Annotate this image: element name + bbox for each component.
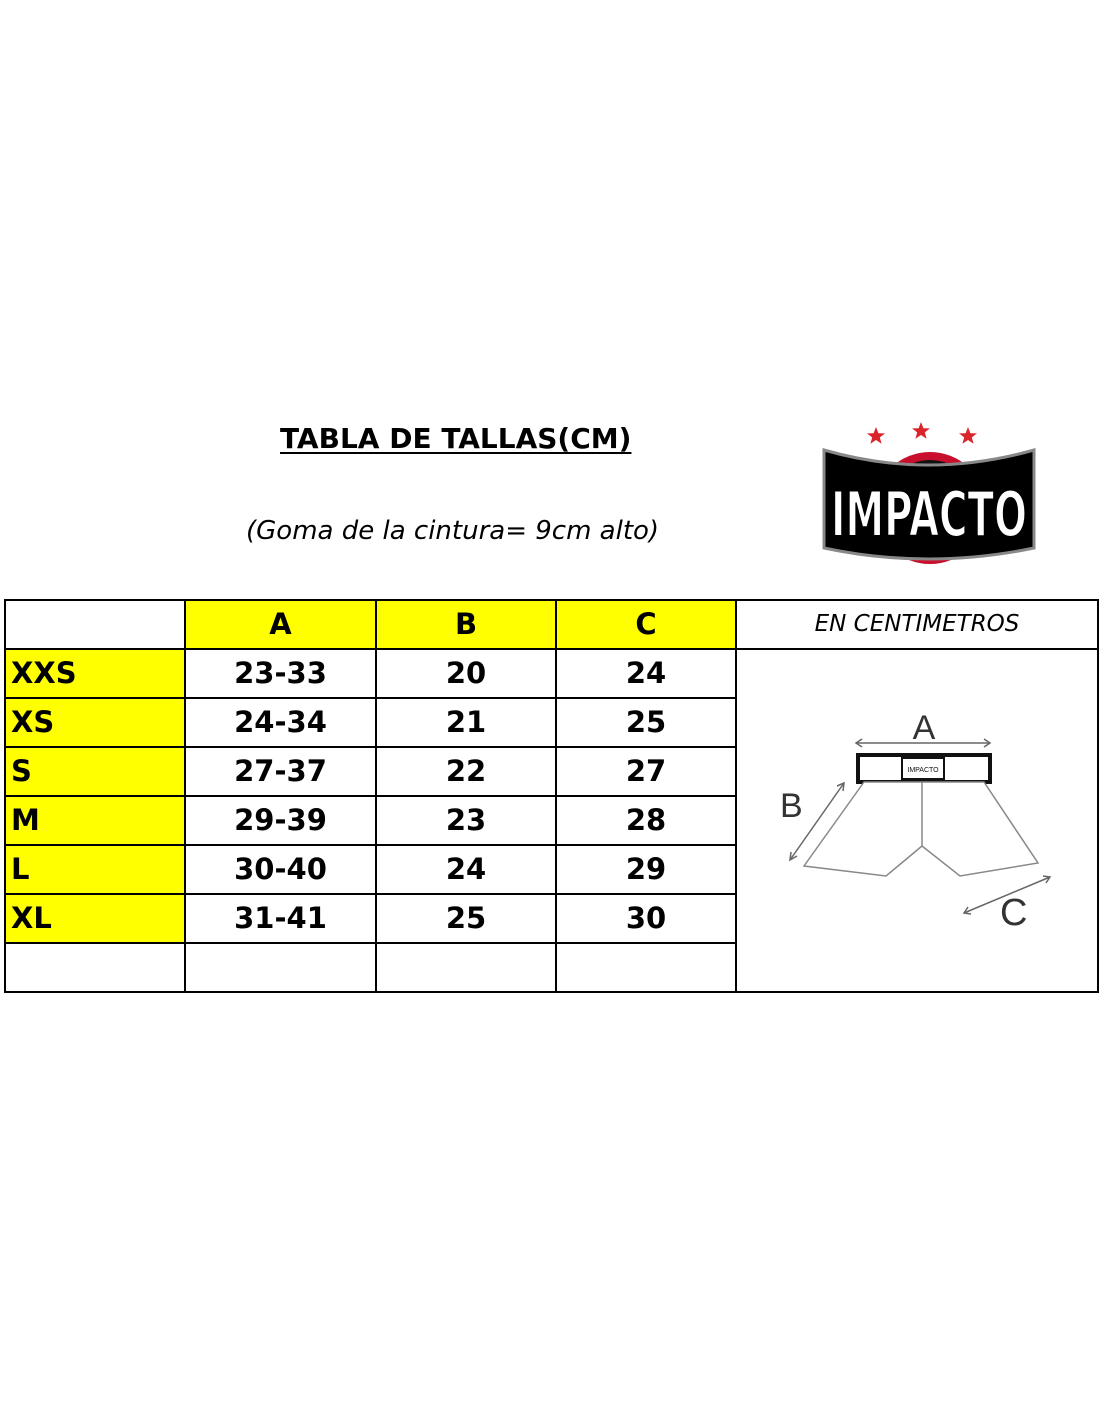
value-b: 23 bbox=[375, 795, 557, 846]
measure-c-label: C bbox=[1000, 892, 1027, 934]
value-c: 29 bbox=[555, 844, 737, 895]
empty-cell bbox=[375, 942, 557, 993]
value-b: 21 bbox=[375, 697, 557, 748]
empty-cell bbox=[555, 942, 737, 993]
empty-cell bbox=[4, 942, 186, 993]
size-label: M bbox=[4, 795, 186, 846]
value-a: 23-33 bbox=[184, 648, 377, 699]
value-c: 30 bbox=[555, 893, 737, 944]
logo-wordmark: IMPACTO bbox=[831, 478, 1027, 551]
table-row: L 30-40 24 29 bbox=[4, 844, 1098, 895]
shorts-outline bbox=[802, 781, 1040, 877]
value-a: 27-37 bbox=[184, 746, 377, 797]
page-title: TABLA DE TALLAS(CM) bbox=[280, 422, 632, 455]
waistband-note: (Goma de la cintura= 9cm alto) bbox=[246, 516, 660, 546]
value-a: 31-41 bbox=[184, 893, 377, 944]
value-c: 27 bbox=[555, 746, 737, 797]
table-row: XS 24-34 21 25 bbox=[4, 697, 1098, 748]
empty-cell bbox=[184, 942, 377, 993]
size-label: L bbox=[4, 844, 186, 895]
value-a: 29-39 bbox=[184, 795, 377, 846]
corner-cell bbox=[4, 599, 186, 650]
value-a: 24-34 bbox=[184, 697, 377, 748]
column-header-b: B bbox=[375, 599, 557, 650]
table-row: M 29-39 23 28 bbox=[4, 795, 1098, 846]
table-header-row: A B C EN CENTIMETROS bbox=[4, 599, 1099, 650]
impacto-logo: IMPACTO bbox=[822, 422, 1036, 564]
value-b: 20 bbox=[375, 648, 557, 699]
size-table: A B C EN CENTIMETROS XXS 23-33 20 24 XS … bbox=[4, 599, 1099, 993]
value-b: 24 bbox=[375, 844, 557, 895]
column-header-a: A bbox=[184, 599, 377, 650]
table-row: S 27-37 22 27 bbox=[4, 746, 1098, 797]
measure-c-line bbox=[963, 876, 1051, 914]
size-label: S bbox=[4, 746, 186, 797]
logo-star-icon bbox=[867, 427, 885, 444]
empty-row bbox=[4, 942, 1098, 993]
unit-note: EN CENTIMETROS bbox=[735, 599, 1099, 650]
table-row: XL 31-41 25 30 bbox=[4, 893, 1098, 944]
shorts-diagram: A IMPACTO B C bbox=[780, 709, 1052, 934]
logo-star-icon bbox=[959, 427, 977, 444]
logo-star-icon bbox=[912, 422, 930, 439]
value-c: 25 bbox=[555, 697, 737, 748]
waistband-logo-text: IMPACTO bbox=[907, 767, 939, 774]
size-label: XXS bbox=[4, 648, 186, 699]
measure-b-line bbox=[789, 782, 845, 861]
value-b: 22 bbox=[375, 746, 557, 797]
value-c: 24 bbox=[555, 648, 737, 699]
size-label: XL bbox=[4, 893, 186, 944]
value-c: 28 bbox=[555, 795, 737, 846]
size-label: XS bbox=[4, 697, 186, 748]
value-b: 25 bbox=[375, 893, 557, 944]
value-a: 30-40 bbox=[184, 844, 377, 895]
measure-a-label: A bbox=[913, 709, 936, 747]
column-header-c: C bbox=[555, 599, 737, 650]
table-row: XXS 23-33 20 24 bbox=[4, 648, 1099, 993]
measure-b-label: B bbox=[780, 787, 803, 825]
